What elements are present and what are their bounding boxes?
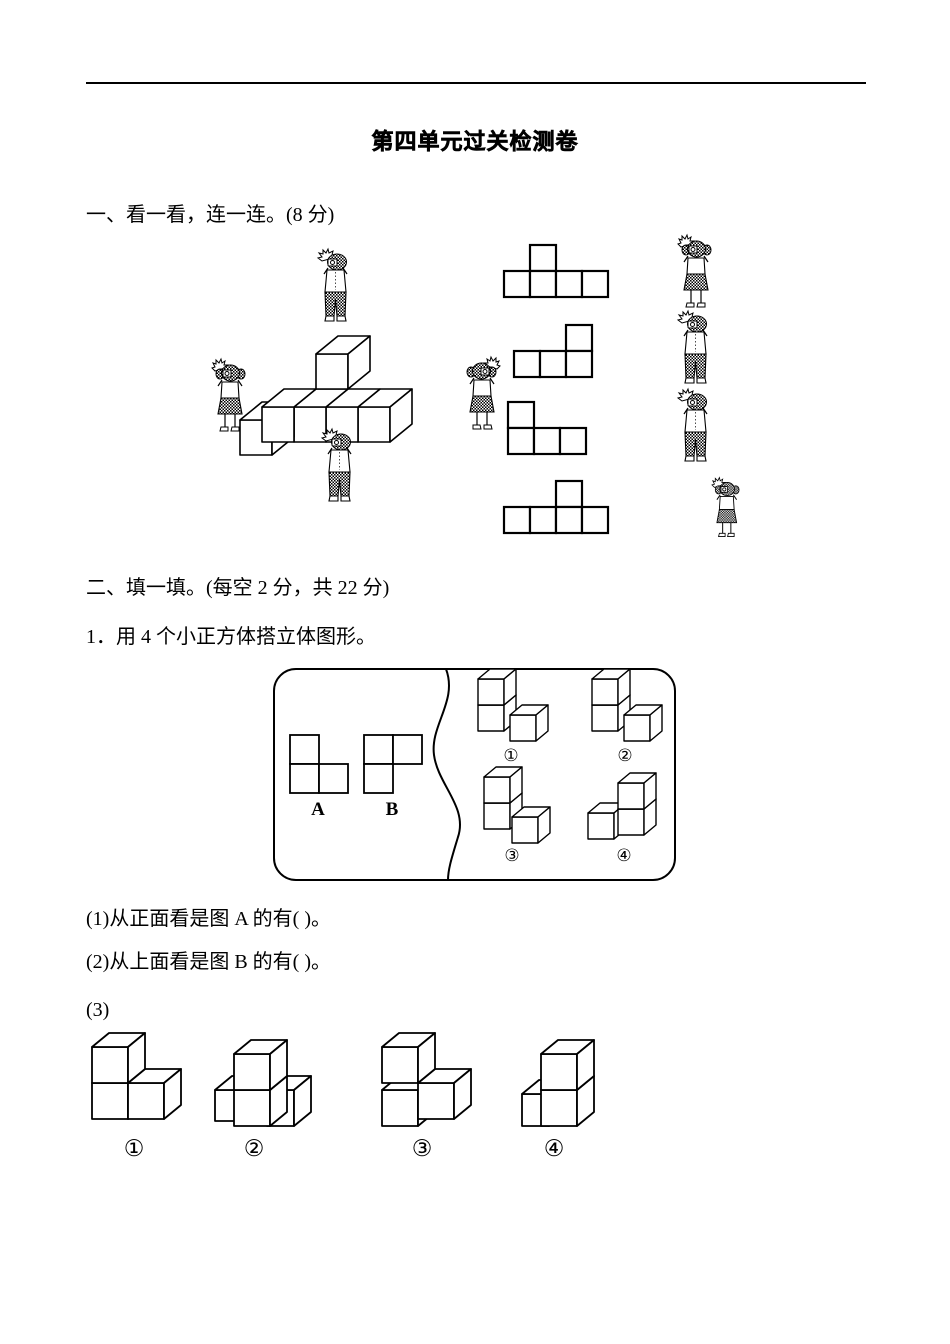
flat-shape-a-label: A — [311, 799, 325, 820]
observer-bottom — [321, 428, 352, 502]
question-1-figure: A B ① — [272, 667, 677, 882]
question-1-sub-1: (1)从正面看是图 A 的有( )。 — [86, 908, 331, 930]
row-solid-4 — [521, 1039, 595, 1127]
box-solid-3-label: ③ — [504, 846, 519, 865]
box-solid-2 — [591, 668, 663, 742]
question-1-sub-3-figures: ① ② — [82, 1028, 622, 1183]
section-two-heading: 二、填一填。(每空 2 分，共 22 分) — [86, 577, 390, 599]
box-solid-4 — [587, 772, 657, 840]
row-solid-4-label: ④ — [544, 1136, 565, 1161]
photographer-3 — [677, 388, 708, 462]
question-1-sub-3: (3) — [86, 999, 110, 1021]
header-divider — [86, 82, 866, 84]
observer-top — [317, 248, 348, 322]
page-title: 第四单元过关检测卷 — [371, 130, 579, 156]
observer-right — [466, 356, 501, 430]
solid-figure — [239, 335, 413, 456]
box-solid-3 — [483, 766, 551, 844]
flat-shape-a — [289, 734, 349, 794]
question-1-stem: 1．用 4 个小正方体搭立体图形。 — [86, 626, 376, 648]
row-solid-3-label: ③ — [412, 1136, 433, 1161]
view-shape-3 — [506, 400, 588, 456]
question-1-sub-2: (2)从上面看是图 B 的有( )。 — [86, 951, 331, 973]
photographer-1 — [677, 234, 712, 308]
box-solid-1-label: ① — [503, 746, 518, 765]
row-solid-1 — [91, 1032, 182, 1120]
box-solid-2-label: ② — [617, 746, 632, 765]
photographer-2 — [677, 310, 708, 384]
flat-shape-b-label: B — [386, 799, 399, 820]
row-solid-2-label: ② — [244, 1136, 265, 1161]
section-one-figure — [200, 232, 780, 542]
row-solid-2 — [214, 1039, 312, 1127]
view-shape-1 — [502, 243, 610, 299]
figure-border — [273, 668, 676, 881]
box-solid-1 — [477, 668, 549, 742]
wavy-divider — [432, 668, 461, 881]
flat-shape-b — [363, 734, 423, 794]
row-solid-1-label: ① — [124, 1136, 145, 1161]
section-one-heading: 一、看一看，连一连。(8 分) — [86, 204, 335, 226]
box-solid-4-label: ④ — [616, 846, 631, 865]
row-solid-3 — [381, 1032, 472, 1127]
view-shapes — [502, 243, 610, 535]
view-shape-2 — [512, 323, 594, 379]
photographer-4 — [711, 477, 740, 538]
view-shape-4 — [502, 479, 610, 535]
